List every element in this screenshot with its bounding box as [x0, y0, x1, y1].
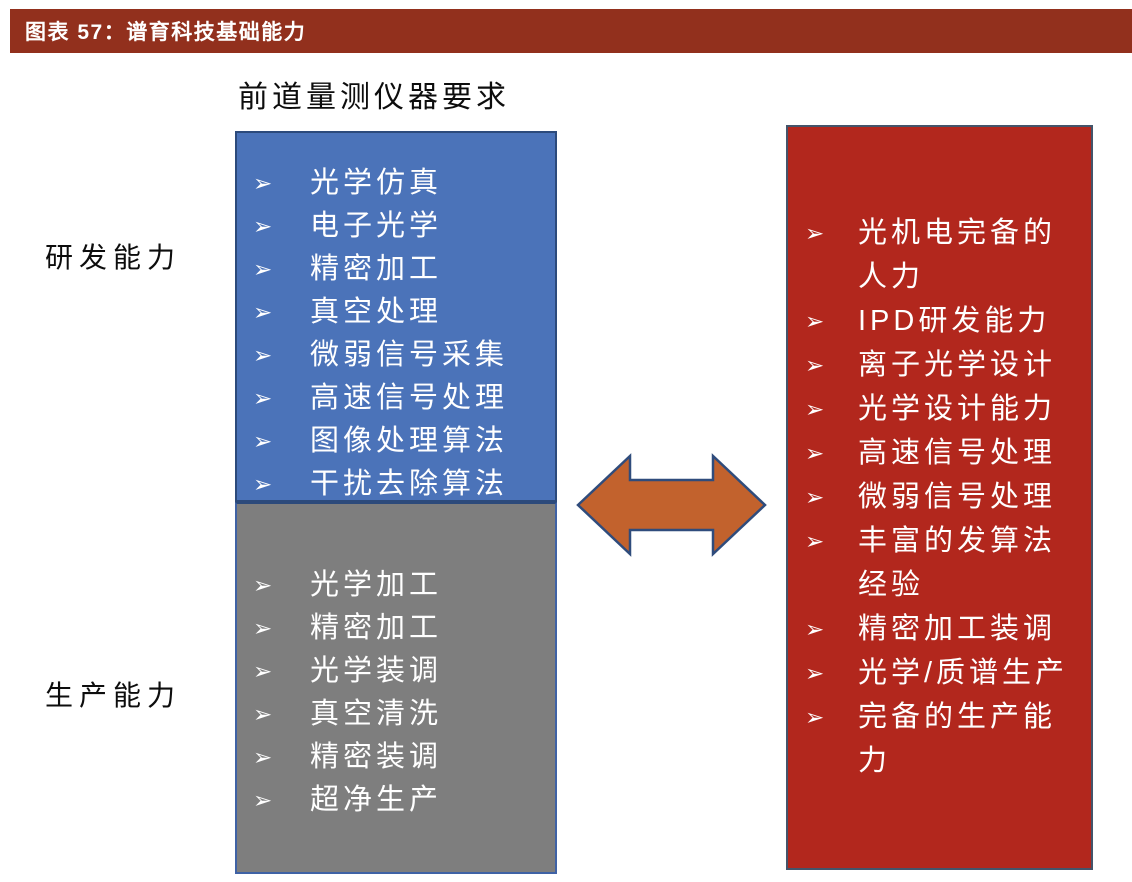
arrow-bullet-icon: ➢	[253, 256, 273, 282]
arrow-bullet-icon: ➢	[253, 744, 273, 770]
list-item: ➢ 高速信号处理	[253, 377, 549, 420]
list-item-text: 真空处理	[310, 296, 443, 328]
list-item-text: 微弱信号处理	[858, 481, 1057, 513]
list-item: ➢ 完备的生产能力	[805, 695, 1081, 783]
arrow-bullet-icon: ➢	[253, 299, 273, 325]
list-item: ➢ 光学设计能力	[805, 387, 1081, 431]
list-item: ➢ 光学加工	[253, 564, 549, 607]
list-item: ➢ 光学/质谱生产	[805, 651, 1081, 695]
list-item: ➢ 真空处理	[253, 291, 549, 334]
arrow-bullet-icon: ➢	[805, 704, 825, 730]
requirements-title: 前道量测仪器要求	[238, 81, 510, 114]
list-item: ➢ 图像处理算法	[253, 420, 549, 463]
arrow-bullet-icon: ➢	[253, 428, 273, 454]
arrow-bullet-icon: ➢	[805, 440, 825, 466]
list-item: ➢ 精密装调	[253, 736, 549, 779]
label-rd-capability: 研发能力	[45, 242, 182, 273]
list-item-text: 微弱信号采集	[310, 339, 509, 371]
list-item-text: 超净生产	[310, 784, 443, 816]
arrow-bullet-icon: ➢	[805, 528, 825, 554]
list-item: ➢ 高速信号处理	[805, 431, 1081, 475]
production-requirements-box: ➢ 光学加工 ➢ 精密加工 ➢ 光学装调 ➢ 真空清洗 ➢ 精密装调 ➢ 超净生产	[235, 502, 557, 874]
rd-requirements-box: ➢ 光学仿真 ➢ 电子光学 ➢ 精密加工 ➢ 真空处理 ➢ 微弱信号采集 ➢ 高速信号处理 ➢ 图像处理算…	[235, 131, 557, 502]
list-item-text: 精密加工装调	[858, 613, 1057, 645]
list-item: ➢ 离子光学设计	[805, 343, 1081, 387]
arrow-bullet-icon: ➢	[805, 308, 825, 334]
list-item-text: 光学仿真	[310, 167, 443, 199]
list-item: ➢ 光学装调	[253, 650, 549, 693]
figure-title: 图表 57：谱育科技基础能力	[25, 21, 307, 44]
list-item: ➢ 丰富的发算法经验	[805, 519, 1081, 607]
list-item-text: 光学/质谱生产	[858, 657, 1069, 689]
list-item-text: 丰富的发算法经验	[858, 525, 1057, 601]
list-item-text: 光学设计能力	[858, 393, 1057, 425]
list-item: ➢ 微弱信号采集	[253, 334, 549, 377]
list-item: ➢ 干扰去除算法	[253, 463, 549, 506]
list-item: ➢ 真空清洗	[253, 693, 549, 736]
figure-header-bar: 图表 57：谱育科技基础能力	[10, 9, 1132, 53]
arrow-bullet-icon: ➢	[253, 170, 273, 196]
arrow-bullet-icon: ➢	[253, 701, 273, 727]
production-requirements-list: ➢ 光学加工 ➢ 精密加工 ➢ 光学装调 ➢ 真空清洗 ➢ 精密装调 ➢ 超净生产	[237, 504, 555, 822]
arrow-bullet-icon: ➢	[253, 572, 273, 598]
list-item-text: IPD研发能力	[858, 305, 1051, 337]
label-production-capability: 生产能力	[45, 680, 182, 711]
list-item-text: 高速信号处理	[858, 437, 1057, 469]
arrow-bullet-icon: ➢	[253, 787, 273, 813]
arrow-bullet-icon: ➢	[805, 484, 825, 510]
list-item-text: 高速信号处理	[310, 382, 509, 414]
double-arrow-icon	[576, 451, 767, 559]
list-item: ➢ 微弱信号处理	[805, 475, 1081, 519]
arrow-bullet-icon: ➢	[253, 658, 273, 684]
list-item-text: 电子光学	[310, 210, 443, 242]
arrow-bullet-icon: ➢	[805, 352, 825, 378]
arrow-bullet-icon: ➢	[253, 342, 273, 368]
arrow-bullet-icon: ➢	[253, 213, 273, 239]
list-item: ➢ 精密加工	[253, 248, 549, 291]
rd-requirements-list: ➢ 光学仿真 ➢ 电子光学 ➢ 精密加工 ➢ 真空处理 ➢ 微弱信号采集 ➢ 高速信号处理 ➢ 图像处理算…	[237, 133, 555, 506]
list-item-text: 光机电完备的人力	[858, 217, 1057, 293]
arrow-bullet-icon: ➢	[805, 220, 825, 246]
list-item: ➢ 精密加工	[253, 607, 549, 650]
company-capabilities-list: ➢ 光机电完备的人力 ➢ IPD研发能力 ➢ 离子光学设计 ➢ 光学设计能力 ➢ 高速信号处理 ➢ 微…	[788, 127, 1091, 783]
list-item: ➢ 光学仿真	[253, 162, 549, 205]
arrow-bullet-icon: ➢	[253, 471, 273, 497]
list-item: ➢ 光机电完备的人力	[805, 211, 1081, 299]
list-item: ➢ IPD研发能力	[805, 299, 1081, 343]
list-item: ➢ 电子光学	[253, 205, 549, 248]
list-item-text: 精密加工	[310, 253, 443, 285]
list-item-text: 离子光学设计	[858, 349, 1057, 381]
list-item-text: 真空清洗	[310, 698, 443, 730]
company-capabilities-box: ➢ 光机电完备的人力 ➢ IPD研发能力 ➢ 离子光学设计 ➢ 光学设计能力 ➢ 高速信号处理 ➢ 微…	[786, 125, 1093, 870]
arrow-bullet-icon: ➢	[253, 385, 273, 411]
list-item-text: 精密加工	[310, 612, 443, 644]
arrow-bullet-icon: ➢	[805, 660, 825, 686]
arrow-bullet-icon: ➢	[805, 616, 825, 642]
list-item-text: 精密装调	[310, 741, 443, 773]
list-item-text: 光学加工	[310, 569, 443, 601]
list-item: ➢ 超净生产	[253, 779, 549, 822]
arrow-bullet-icon: ➢	[805, 396, 825, 422]
list-item: ➢ 精密加工装调	[805, 607, 1081, 651]
list-item-text: 完备的生产能力	[858, 701, 1057, 777]
arrow-bullet-icon: ➢	[253, 615, 273, 641]
list-item-text: 干扰去除算法	[310, 468, 509, 500]
list-item-text: 光学装调	[310, 655, 443, 687]
list-item-text: 图像处理算法	[310, 425, 509, 457]
